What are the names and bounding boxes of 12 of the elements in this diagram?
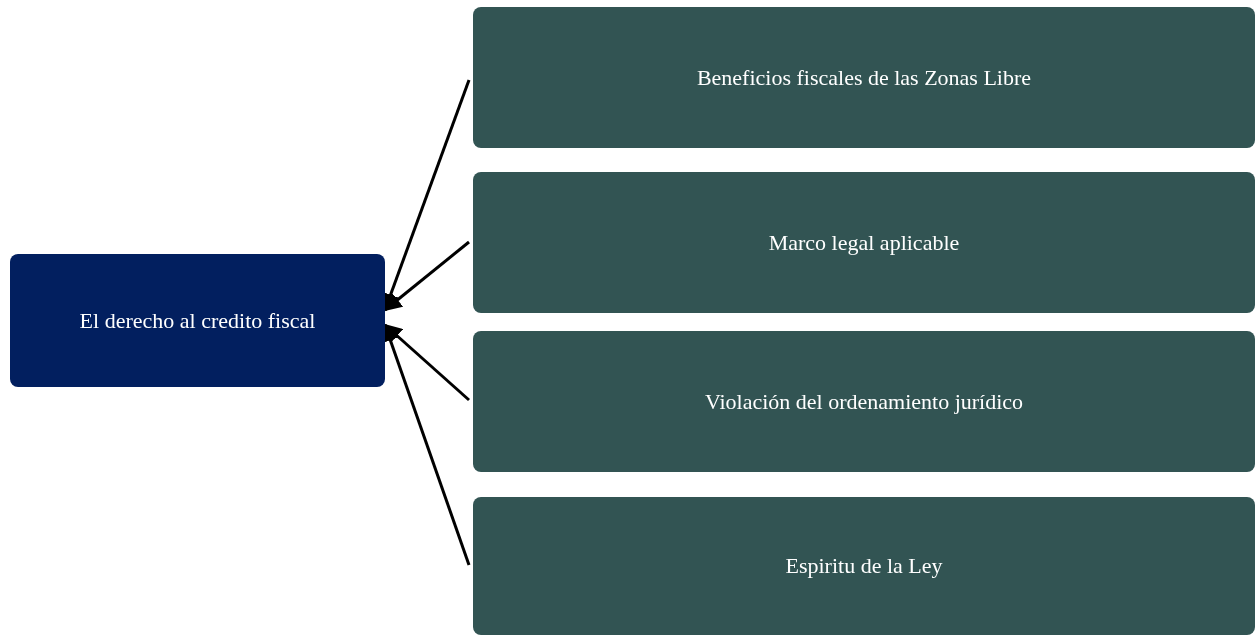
node-label: Violación del ordenamiento jurídico [704,388,1024,415]
topic-box [10,254,385,387]
process-box [473,172,1255,313]
node-label: El derecho al credito fiscal [79,307,316,334]
arrow [383,323,470,402]
process-box [473,497,1255,635]
node-label: Beneficios fiscales de las Zonas Libre [696,64,1032,91]
node-label: Marco legal aplicable [768,229,960,256]
process-box [473,331,1255,472]
process-box [473,7,1255,148]
arrow [383,240,470,312]
node-label: Espiritu de la Ley [785,553,943,579]
